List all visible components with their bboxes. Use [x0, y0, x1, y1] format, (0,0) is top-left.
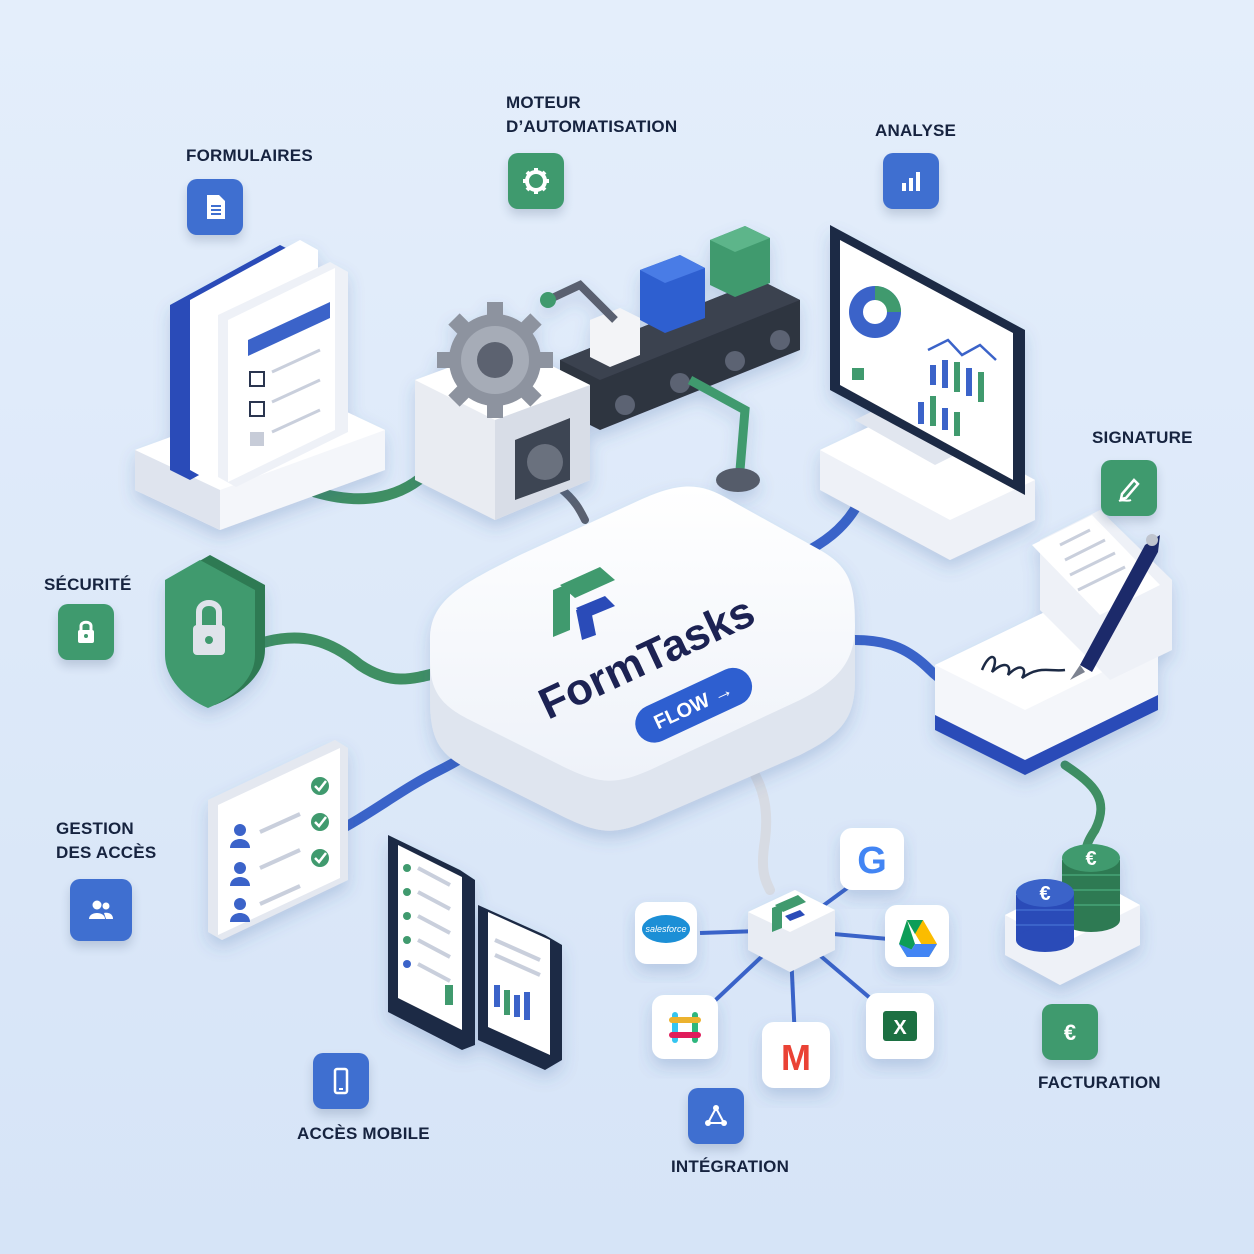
cable-securite: [249, 632, 446, 685]
label-gestion-line1: GESTION: [56, 819, 134, 838]
excel-tile[interactable]: X: [866, 993, 934, 1059]
mini-hub: [748, 890, 835, 972]
badge-integration: [688, 1088, 744, 1144]
integration-network: salesforce G: [635, 828, 949, 1088]
salesforce-tile[interactable]: salesforce: [635, 902, 697, 964]
label-moteur-line1: MOTEUR: [506, 93, 581, 112]
signature-illustration: [935, 510, 1172, 775]
badge-signature: [1101, 460, 1157, 516]
large-gear: [437, 302, 553, 418]
svg-text:€: €: [1064, 1020, 1076, 1045]
label-securite: SÉCURITÉ: [44, 575, 132, 594]
badge-gestion: [70, 879, 132, 941]
blue-coin-stack: €: [1016, 879, 1074, 952]
badge-formulaires: [187, 179, 243, 235]
network-icon: [705, 1105, 727, 1126]
svg-text:€: €: [1085, 848, 1096, 870]
moteur-illustration: [415, 226, 800, 520]
drive-icon: [899, 920, 937, 957]
badge-securite: [58, 604, 114, 660]
cable-engine-hub: [556, 484, 589, 524]
slack-icon: [669, 1012, 701, 1043]
badge-mobile: [313, 1053, 369, 1109]
securite-illustration: [165, 555, 265, 708]
formulaires-illustration: [135, 240, 385, 530]
label-gestion: GESTION DES ACCÈS: [56, 817, 156, 865]
pen-icon: [1118, 478, 1140, 502]
label-analyse: ANALYSE: [875, 121, 957, 140]
label-signature: SIGNATURE: [1092, 428, 1193, 447]
formtasks-hub[interactable]: FormTasks FLOW →: [430, 486, 855, 831]
salesforce-icon: salesforce: [645, 924, 686, 934]
label-moteur-line2: D’AUTOMATISATION: [506, 117, 678, 136]
facturation-illustration: € €: [1005, 844, 1140, 985]
label-moteur: MOTEUR D’AUTOMATISATION: [506, 91, 677, 139]
excel-icon: X: [893, 1017, 907, 1039]
svg-text:€: €: [1039, 883, 1050, 905]
lock-icon: [78, 620, 94, 643]
mobile-illustration: [388, 835, 562, 1070]
label-gestion-line2: DES ACCÈS: [56, 843, 157, 862]
gear-icon: [523, 168, 549, 194]
badge-moteur: [508, 153, 564, 209]
formtasks-logo: [553, 567, 615, 640]
gestion-illustration: [208, 740, 348, 940]
document-icon: [207, 195, 225, 219]
bar-chart-icon: [902, 172, 920, 191]
users-icon: [89, 900, 113, 919]
google-icon: G: [857, 840, 887, 882]
label-formulaires: FORMULAIRES: [186, 146, 313, 165]
label-facturation: FACTURATION: [1038, 1073, 1161, 1092]
gmail-icon: M: [781, 1037, 811, 1078]
analyse-illustration: [820, 225, 1035, 560]
label-integration: INTÉGRATION: [671, 1157, 790, 1176]
badge-facturation: €: [1042, 1004, 1098, 1060]
euro-icon: €: [1064, 1020, 1076, 1045]
label-acces-mobile: ACCÈS MOBILE: [297, 1124, 430, 1143]
gmail-tile[interactable]: M: [762, 1022, 830, 1088]
badge-analyse: [883, 153, 939, 209]
google-tile[interactable]: G: [840, 828, 904, 890]
smartphone-icon: [333, 1067, 349, 1095]
drive-tile[interactable]: [885, 905, 949, 967]
slack-tile[interactable]: [652, 995, 718, 1059]
